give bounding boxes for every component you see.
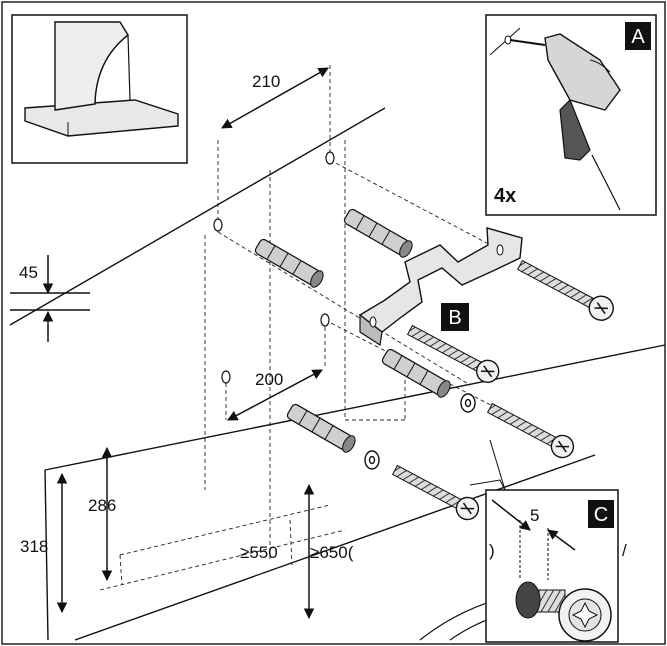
wall-plug-3 bbox=[381, 348, 451, 398]
screw-4 bbox=[391, 464, 480, 521]
wall-outline bbox=[9, 107, 666, 641]
dim-650: ≥650( bbox=[310, 543, 354, 562]
stray-slash: / bbox=[622, 541, 627, 560]
badge-a bbox=[625, 22, 651, 50]
dim-45: 45 bbox=[19, 263, 38, 282]
dim-318: 318 bbox=[20, 537, 48, 556]
dim-286: 286 bbox=[88, 496, 116, 515]
dim-550: ≥550 bbox=[240, 543, 278, 562]
inset-hood bbox=[11, 14, 188, 164]
screw-3 bbox=[486, 402, 575, 459]
inset-c-leaders bbox=[469, 439, 506, 491]
dim-5: 5 bbox=[530, 506, 539, 525]
badge-b bbox=[441, 303, 469, 331]
dim-210: 210 bbox=[252, 72, 280, 91]
drill-count-label: 4x bbox=[494, 185, 516, 207]
badge-c-text: C bbox=[594, 504, 608, 526]
badge-b-text: B bbox=[448, 307, 461, 329]
screw-2 bbox=[406, 324, 500, 384]
mounting-bracket bbox=[358, 227, 523, 347]
dimension-lines bbox=[10, 67, 329, 620]
inset-c-detail: C 5 bbox=[485, 489, 619, 643]
wall-plug-4 bbox=[286, 403, 356, 453]
wall-plug-2 bbox=[343, 208, 413, 258]
washers bbox=[364, 393, 476, 470]
inset-a-drill: A 4x bbox=[485, 14, 657, 216]
wall-plug-1 bbox=[254, 238, 324, 288]
badge-c bbox=[588, 500, 614, 528]
stray-paren: ) bbox=[489, 541, 495, 560]
badge-a-text: A bbox=[631, 26, 645, 48]
dim-200: 200 bbox=[255, 370, 283, 389]
screw-1 bbox=[516, 259, 614, 321]
